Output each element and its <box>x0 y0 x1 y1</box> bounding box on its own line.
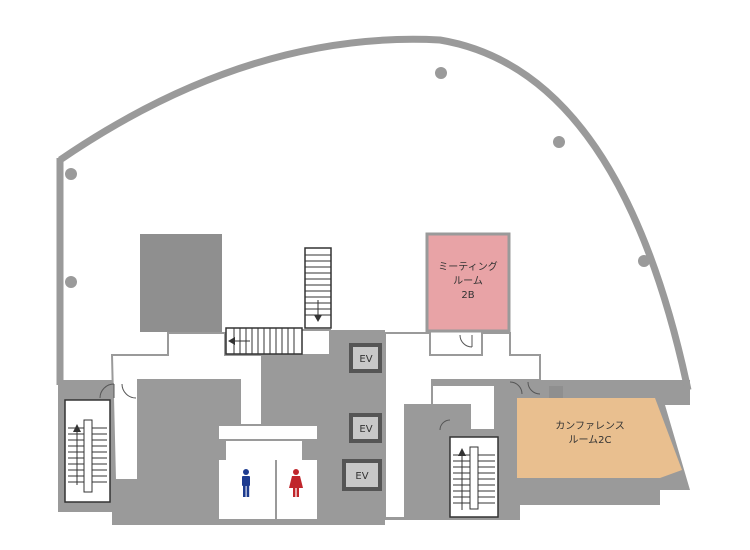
meeting-room-label-line2: ルーム <box>453 275 483 287</box>
elevator-label: EV <box>359 354 372 365</box>
column-marker-icon <box>638 255 650 267</box>
column-marker-icon <box>435 67 447 79</box>
female-restroom-icon <box>289 469 303 497</box>
elevator-1: EV <box>349 343 382 373</box>
meeting-room-label-line1: ミーティング <box>438 260 497 273</box>
elevator-label: EV <box>355 471 368 482</box>
columns <box>65 67 650 288</box>
column-marker-icon <box>65 276 77 288</box>
conference-room-label-line2: ルーム2C <box>568 434 611 446</box>
staircase-east <box>449 436 499 518</box>
conference-room-label-line1: カンファレンス <box>555 420 625 432</box>
male-restroom-icon <box>242 469 250 497</box>
column-marker-icon <box>65 168 77 180</box>
meeting-room-2b[interactable]: ミーティング ルーム 2B <box>425 232 511 333</box>
storage-block <box>140 234 222 332</box>
elevator-3: EV <box>342 459 382 491</box>
elevator-2: EV <box>349 413 382 443</box>
elevator-label: EV <box>359 424 372 435</box>
exterior-wall <box>58 35 692 391</box>
conference-room-2c[interactable]: カンファレンス ルーム2C <box>517 386 682 478</box>
meeting-room-label-line3: 2B <box>461 290 474 301</box>
restrooms <box>217 424 319 521</box>
column-marker-icon <box>553 136 565 148</box>
staircase-upper-vertical <box>304 247 332 329</box>
staircase-west <box>64 399 111 503</box>
staircase-upper-horizontal <box>225 327 303 355</box>
